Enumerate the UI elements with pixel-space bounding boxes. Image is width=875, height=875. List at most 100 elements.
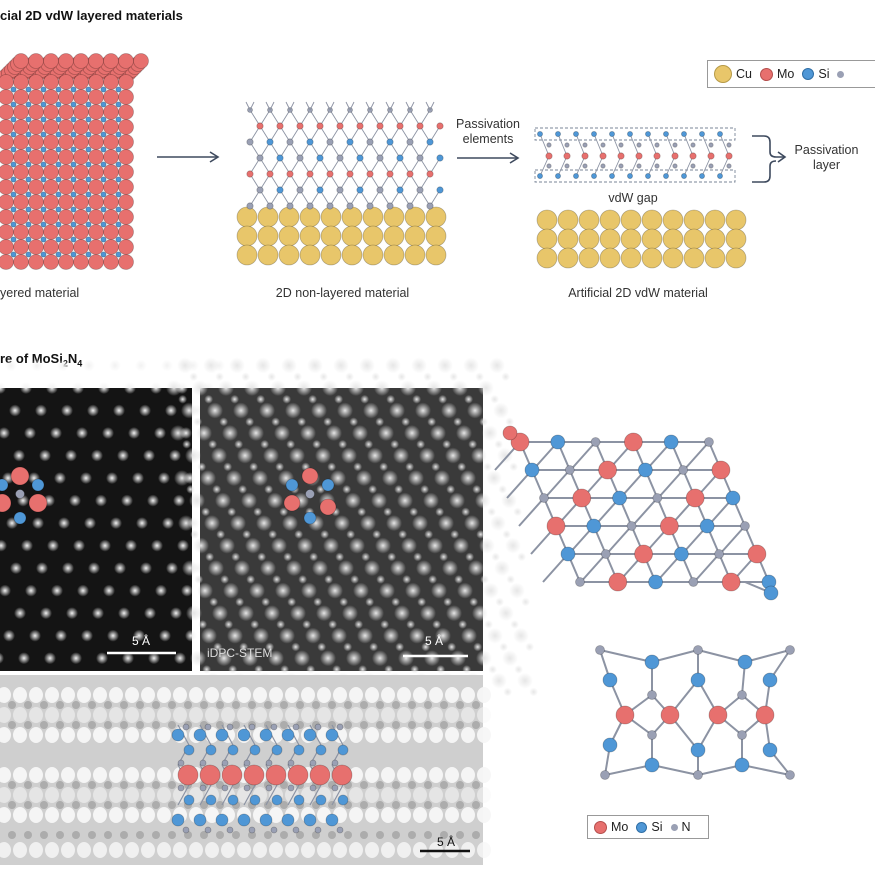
stem-spot <box>297 417 307 427</box>
mo-atom <box>73 104 89 120</box>
si-atom <box>70 131 77 138</box>
lattice-atom <box>256 122 264 130</box>
stem-spot <box>473 642 483 652</box>
mo-atom <box>13 179 29 195</box>
mo-atom <box>707 152 715 160</box>
si-atom <box>31 478 45 492</box>
mo-atom <box>73 119 89 135</box>
si-atom <box>115 86 122 93</box>
stem-spot <box>190 650 206 667</box>
si-atom <box>85 176 92 183</box>
n-atom <box>672 163 678 169</box>
mo-atom <box>598 460 617 480</box>
stem-spot <box>157 787 171 803</box>
stem-spot <box>392 701 400 709</box>
stem-spot <box>333 357 349 374</box>
si-atom <box>70 86 77 93</box>
stem-spot <box>328 620 338 629</box>
stem-spot <box>253 842 267 858</box>
stem-spot <box>359 357 375 374</box>
stem-spot <box>173 707 187 723</box>
n-atom <box>309 784 317 792</box>
n-atom <box>693 770 703 780</box>
stem-spot <box>223 582 239 599</box>
bond <box>683 441 710 471</box>
mo-atom <box>88 209 104 225</box>
stem-spot <box>476 529 486 539</box>
si-atom <box>25 101 32 108</box>
stem-spot <box>392 801 400 809</box>
bond <box>651 764 699 776</box>
si-atom <box>100 161 107 168</box>
si-atom <box>70 236 77 243</box>
si-atom <box>115 101 122 108</box>
stem-spot <box>93 687 107 703</box>
stem-spot <box>360 394 370 404</box>
si-atom <box>25 176 32 183</box>
lattice-atom <box>386 202 394 210</box>
stem-spot <box>237 842 251 858</box>
legend-b-mo: Mo <box>594 820 628 834</box>
stem-spot <box>13 707 27 723</box>
stem-spot <box>249 582 265 599</box>
stem-spot <box>8 781 16 789</box>
stem-spot <box>267 492 283 509</box>
stem-spot <box>203 357 219 374</box>
mo-atom <box>28 239 44 255</box>
stem-spot <box>40 801 48 809</box>
stem-spot <box>493 402 509 419</box>
n-atom <box>714 549 725 559</box>
si-atom <box>337 744 349 756</box>
stem-spot <box>365 767 379 783</box>
stem-spot <box>215 372 225 382</box>
mo-atom <box>0 74 14 90</box>
stem-spot <box>221 842 235 858</box>
mo-atom <box>73 164 89 180</box>
mo-atom <box>28 74 44 90</box>
stem-spot <box>472 605 488 622</box>
stem-spot <box>509 462 519 472</box>
stem-spot <box>24 427 36 440</box>
stem-spot <box>193 537 209 554</box>
bond <box>249 101 255 111</box>
stem-spot <box>61 707 75 723</box>
stem-spot <box>31 359 43 372</box>
stem-spot <box>235 597 245 607</box>
stem-spot <box>301 787 315 803</box>
stem-spot <box>456 425 472 442</box>
stem-spot <box>421 642 431 652</box>
si-atom <box>55 191 62 198</box>
stem-spot <box>365 807 379 823</box>
legend-a-mo: Mo <box>759 67 794 81</box>
stem-spot <box>369 642 379 652</box>
mo-atom <box>599 152 607 160</box>
bond <box>329 101 335 111</box>
mo-atom <box>73 224 89 240</box>
mo-atom <box>88 164 104 180</box>
cu-atom <box>641 228 663 250</box>
n-atom <box>199 784 207 792</box>
mo-atom <box>708 705 728 725</box>
stem-spot <box>298 574 308 584</box>
stem-spot <box>338 560 354 577</box>
stem-spot <box>8 701 16 709</box>
stem-spot <box>324 574 334 584</box>
stem-spot <box>445 787 459 803</box>
stem-spot <box>322 380 338 396</box>
si-atom <box>303 813 317 827</box>
stem-spot <box>133 629 145 642</box>
stem-spot <box>297 537 313 554</box>
mo-atom <box>0 224 14 240</box>
stem-spot <box>93 767 107 783</box>
stem-spot <box>363 402 379 419</box>
stem-spot <box>13 807 27 823</box>
si-atom <box>10 86 17 93</box>
mo-atom <box>58 89 74 105</box>
n-atom <box>636 163 642 169</box>
stem-spot <box>166 380 182 396</box>
stem-spot <box>157 687 171 703</box>
n-atom <box>690 142 696 148</box>
stem-spot <box>83 359 95 372</box>
stem-spot <box>445 807 459 823</box>
stem-spot <box>424 831 432 839</box>
